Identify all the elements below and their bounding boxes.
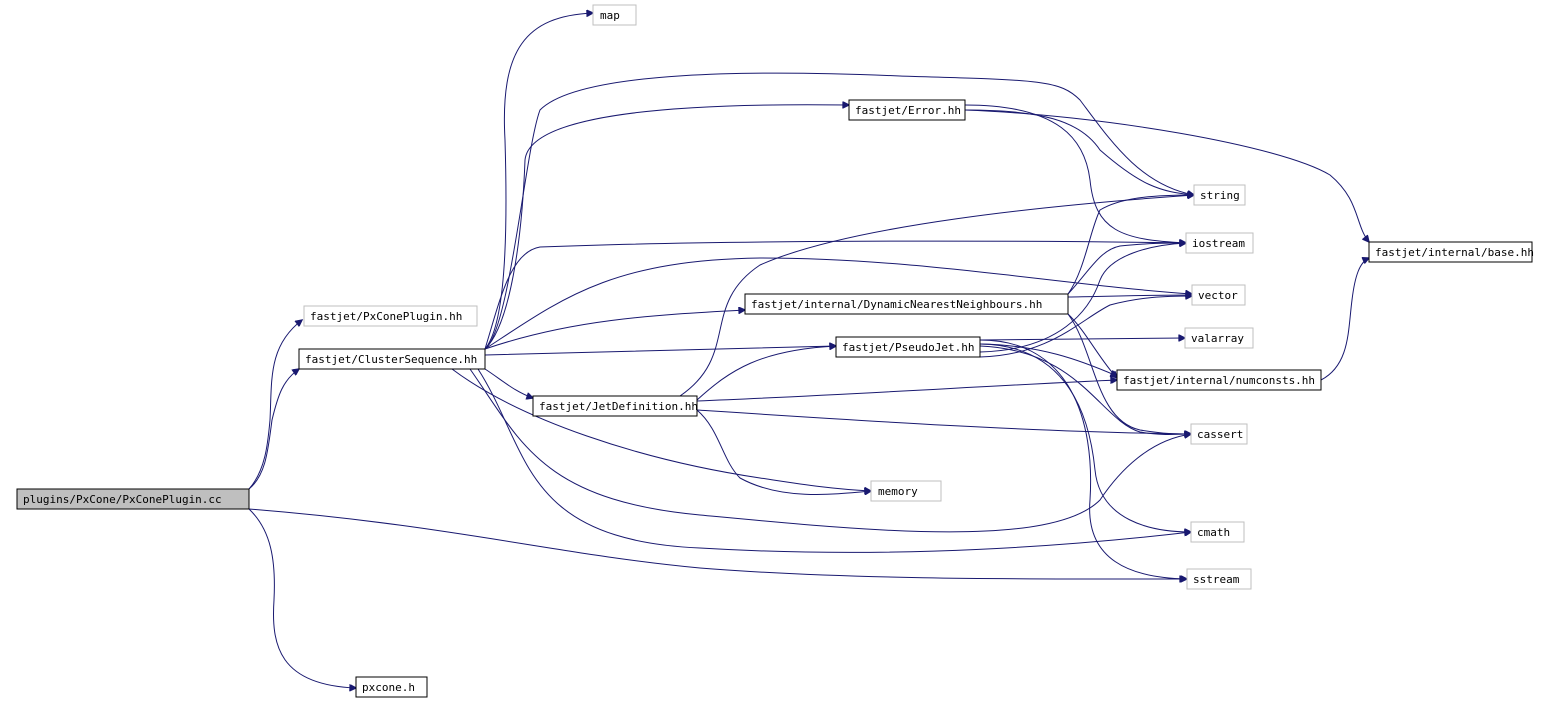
edge-clustersequence-to-cassert bbox=[469, 368, 1191, 533]
node-label: fastjet/internal/numconsts.hh bbox=[1123, 374, 1315, 387]
edge-clustersequence-to-vector bbox=[484, 257, 1192, 350]
edge-clustersequence-to-cmath bbox=[477, 368, 1191, 553]
node-label: map bbox=[600, 9, 620, 22]
edge-clustersequence-to-pseudojet bbox=[484, 346, 836, 356]
node-box bbox=[532, 395, 698, 417]
node-box bbox=[744, 293, 1069, 315]
node-cassert[interactable]: cassert bbox=[1190, 423, 1248, 445]
node-fastjet-internal-numconsts-hh[interactable]: fastjet/internal/numconsts.hh bbox=[1116, 369, 1322, 391]
node-cmath[interactable]: cmath bbox=[1190, 521, 1245, 543]
node-box bbox=[355, 676, 428, 698]
node-fastjet-jetdefinition-hh[interactable]: fastjet/JetDefinition.hh bbox=[532, 395, 698, 417]
node-box bbox=[870, 480, 942, 502]
edge-pseudojet-to-numconsts bbox=[979, 343, 1117, 376]
edge-dnn-to-iostream bbox=[1067, 243, 1186, 295]
node-label: pxcone.h bbox=[362, 681, 415, 694]
node-box bbox=[298, 348, 486, 370]
node-label: fastjet/JetDefinition.hh bbox=[539, 400, 698, 413]
node-string[interactable]: string bbox=[1193, 184, 1246, 206]
edge-clustersequence-to-error bbox=[484, 105, 849, 350]
node-label: sstream bbox=[1193, 573, 1240, 586]
edge-pseudojet-to-cmath bbox=[979, 343, 1191, 532]
node-label: fastjet/PseudoJet.hh bbox=[842, 341, 974, 354]
node-label: fastjet/Error.hh bbox=[855, 104, 961, 117]
node-box bbox=[1191, 284, 1246, 306]
edge-root-to-sstream bbox=[248, 508, 1186, 579]
node-fastjet-pseudojet-hh[interactable]: fastjet/PseudoJet.hh bbox=[835, 336, 981, 358]
node-box bbox=[1184, 327, 1254, 349]
node-label: fastjet/PxConePlugin.hh bbox=[310, 310, 462, 323]
node-sstream[interactable]: sstream bbox=[1186, 568, 1252, 590]
node-box bbox=[1193, 184, 1246, 206]
node-box bbox=[1116, 369, 1322, 391]
edge-dnn-to-vector bbox=[1067, 295, 1192, 297]
node-box bbox=[1190, 521, 1245, 543]
edge-jetdef-to-memory bbox=[696, 409, 871, 494]
node-plugins-pxcone-pxconeplugin-cc[interactable]: plugins/PxCone/PxConePlugin.cc bbox=[16, 488, 250, 510]
node-label: iostream bbox=[1192, 237, 1245, 250]
node-iostream[interactable]: iostream bbox=[1185, 232, 1254, 254]
edge-clustersequence-to-memory bbox=[451, 368, 871, 491]
node-label: cmath bbox=[1197, 526, 1230, 539]
edge-jetdef-to-numconsts bbox=[696, 380, 1117, 402]
node-map[interactable]: map bbox=[592, 4, 637, 26]
node-box bbox=[848, 99, 966, 121]
node-box bbox=[835, 336, 981, 358]
node-label: vector bbox=[1198, 289, 1238, 302]
edge-jetdef-to-cassert bbox=[696, 409, 1191, 434]
node-box bbox=[592, 4, 637, 26]
node-label: memory bbox=[878, 485, 918, 498]
node-box bbox=[16, 488, 250, 510]
edge-error-to-iostream bbox=[964, 104, 1186, 243]
edge-jetdef-to-pseudojet bbox=[696, 346, 836, 401]
node-vector[interactable]: vector bbox=[1191, 284, 1246, 306]
edge-numconsts-to-base bbox=[1320, 258, 1369, 381]
node-valarray[interactable]: valarray bbox=[1184, 327, 1254, 349]
edge-clustersequence-to-dnn bbox=[484, 310, 745, 350]
edge-clustersequence-to-jetdef bbox=[484, 368, 533, 398]
node-label: cassert bbox=[1197, 428, 1243, 441]
node-label: string bbox=[1200, 189, 1240, 202]
node-label: fastjet/ClusterSequence.hh bbox=[305, 353, 477, 366]
node-fastjet-internal-dynamicnearestneighbours-hh[interactable]: fastjet/internal/DynamicNearestNeighbour… bbox=[744, 293, 1069, 315]
node-label: valarray bbox=[1191, 332, 1244, 345]
edge-dnn-to-string bbox=[1067, 195, 1194, 295]
node-pxcone-h[interactable]: pxcone.h bbox=[355, 676, 428, 698]
node-label: fastjet/internal/DynamicNearestNeighbour… bbox=[751, 298, 1042, 311]
node-fastjet-error-hh[interactable]: fastjet/Error.hh bbox=[848, 99, 966, 121]
node-fastjet-internal-base-hh[interactable]: fastjet/internal/base.hh bbox=[1368, 241, 1534, 263]
node-box bbox=[1186, 568, 1252, 590]
node-box bbox=[303, 305, 478, 327]
edge-root-to-clustersequence bbox=[248, 369, 299, 490]
edge-pseudojet-to-valarray bbox=[979, 338, 1185, 340]
edge-pseudojet-to-iostream bbox=[979, 243, 1186, 353]
node-fastjet-clustersequence-hh[interactable]: fastjet/ClusterSequence.hh bbox=[298, 348, 486, 370]
node-label: fastjet/internal/base.hh bbox=[1375, 246, 1534, 259]
node-box bbox=[1185, 232, 1254, 254]
edge-clustersequence-to-iostream bbox=[484, 241, 1186, 350]
node-box bbox=[1368, 241, 1533, 263]
edge-error-to-base bbox=[964, 109, 1369, 242]
edge-clustersequence-to-map bbox=[484, 13, 593, 350]
edge-root-to-pxcone_h bbox=[248, 508, 356, 688]
node-memory[interactable]: memory bbox=[870, 480, 942, 502]
edge-root-to-pxconeplugin_hh bbox=[248, 320, 302, 490]
edge-pseudojet-to-vector bbox=[979, 296, 1192, 358]
node-label: plugins/PxCone/PxConePlugin.cc bbox=[23, 493, 222, 506]
edge-jetdef-to-string bbox=[679, 195, 1194, 397]
edge-pseudojet-to-sstream bbox=[979, 339, 1187, 579]
edges-layer bbox=[248, 13, 1369, 688]
nodes-layer: plugins/PxCone/PxConePlugin.cc fastjet/P… bbox=[16, 4, 1534, 698]
node-box bbox=[1190, 423, 1248, 445]
node-fastjet-pxconeplugin-hh[interactable]: fastjet/PxConePlugin.hh bbox=[303, 305, 478, 327]
